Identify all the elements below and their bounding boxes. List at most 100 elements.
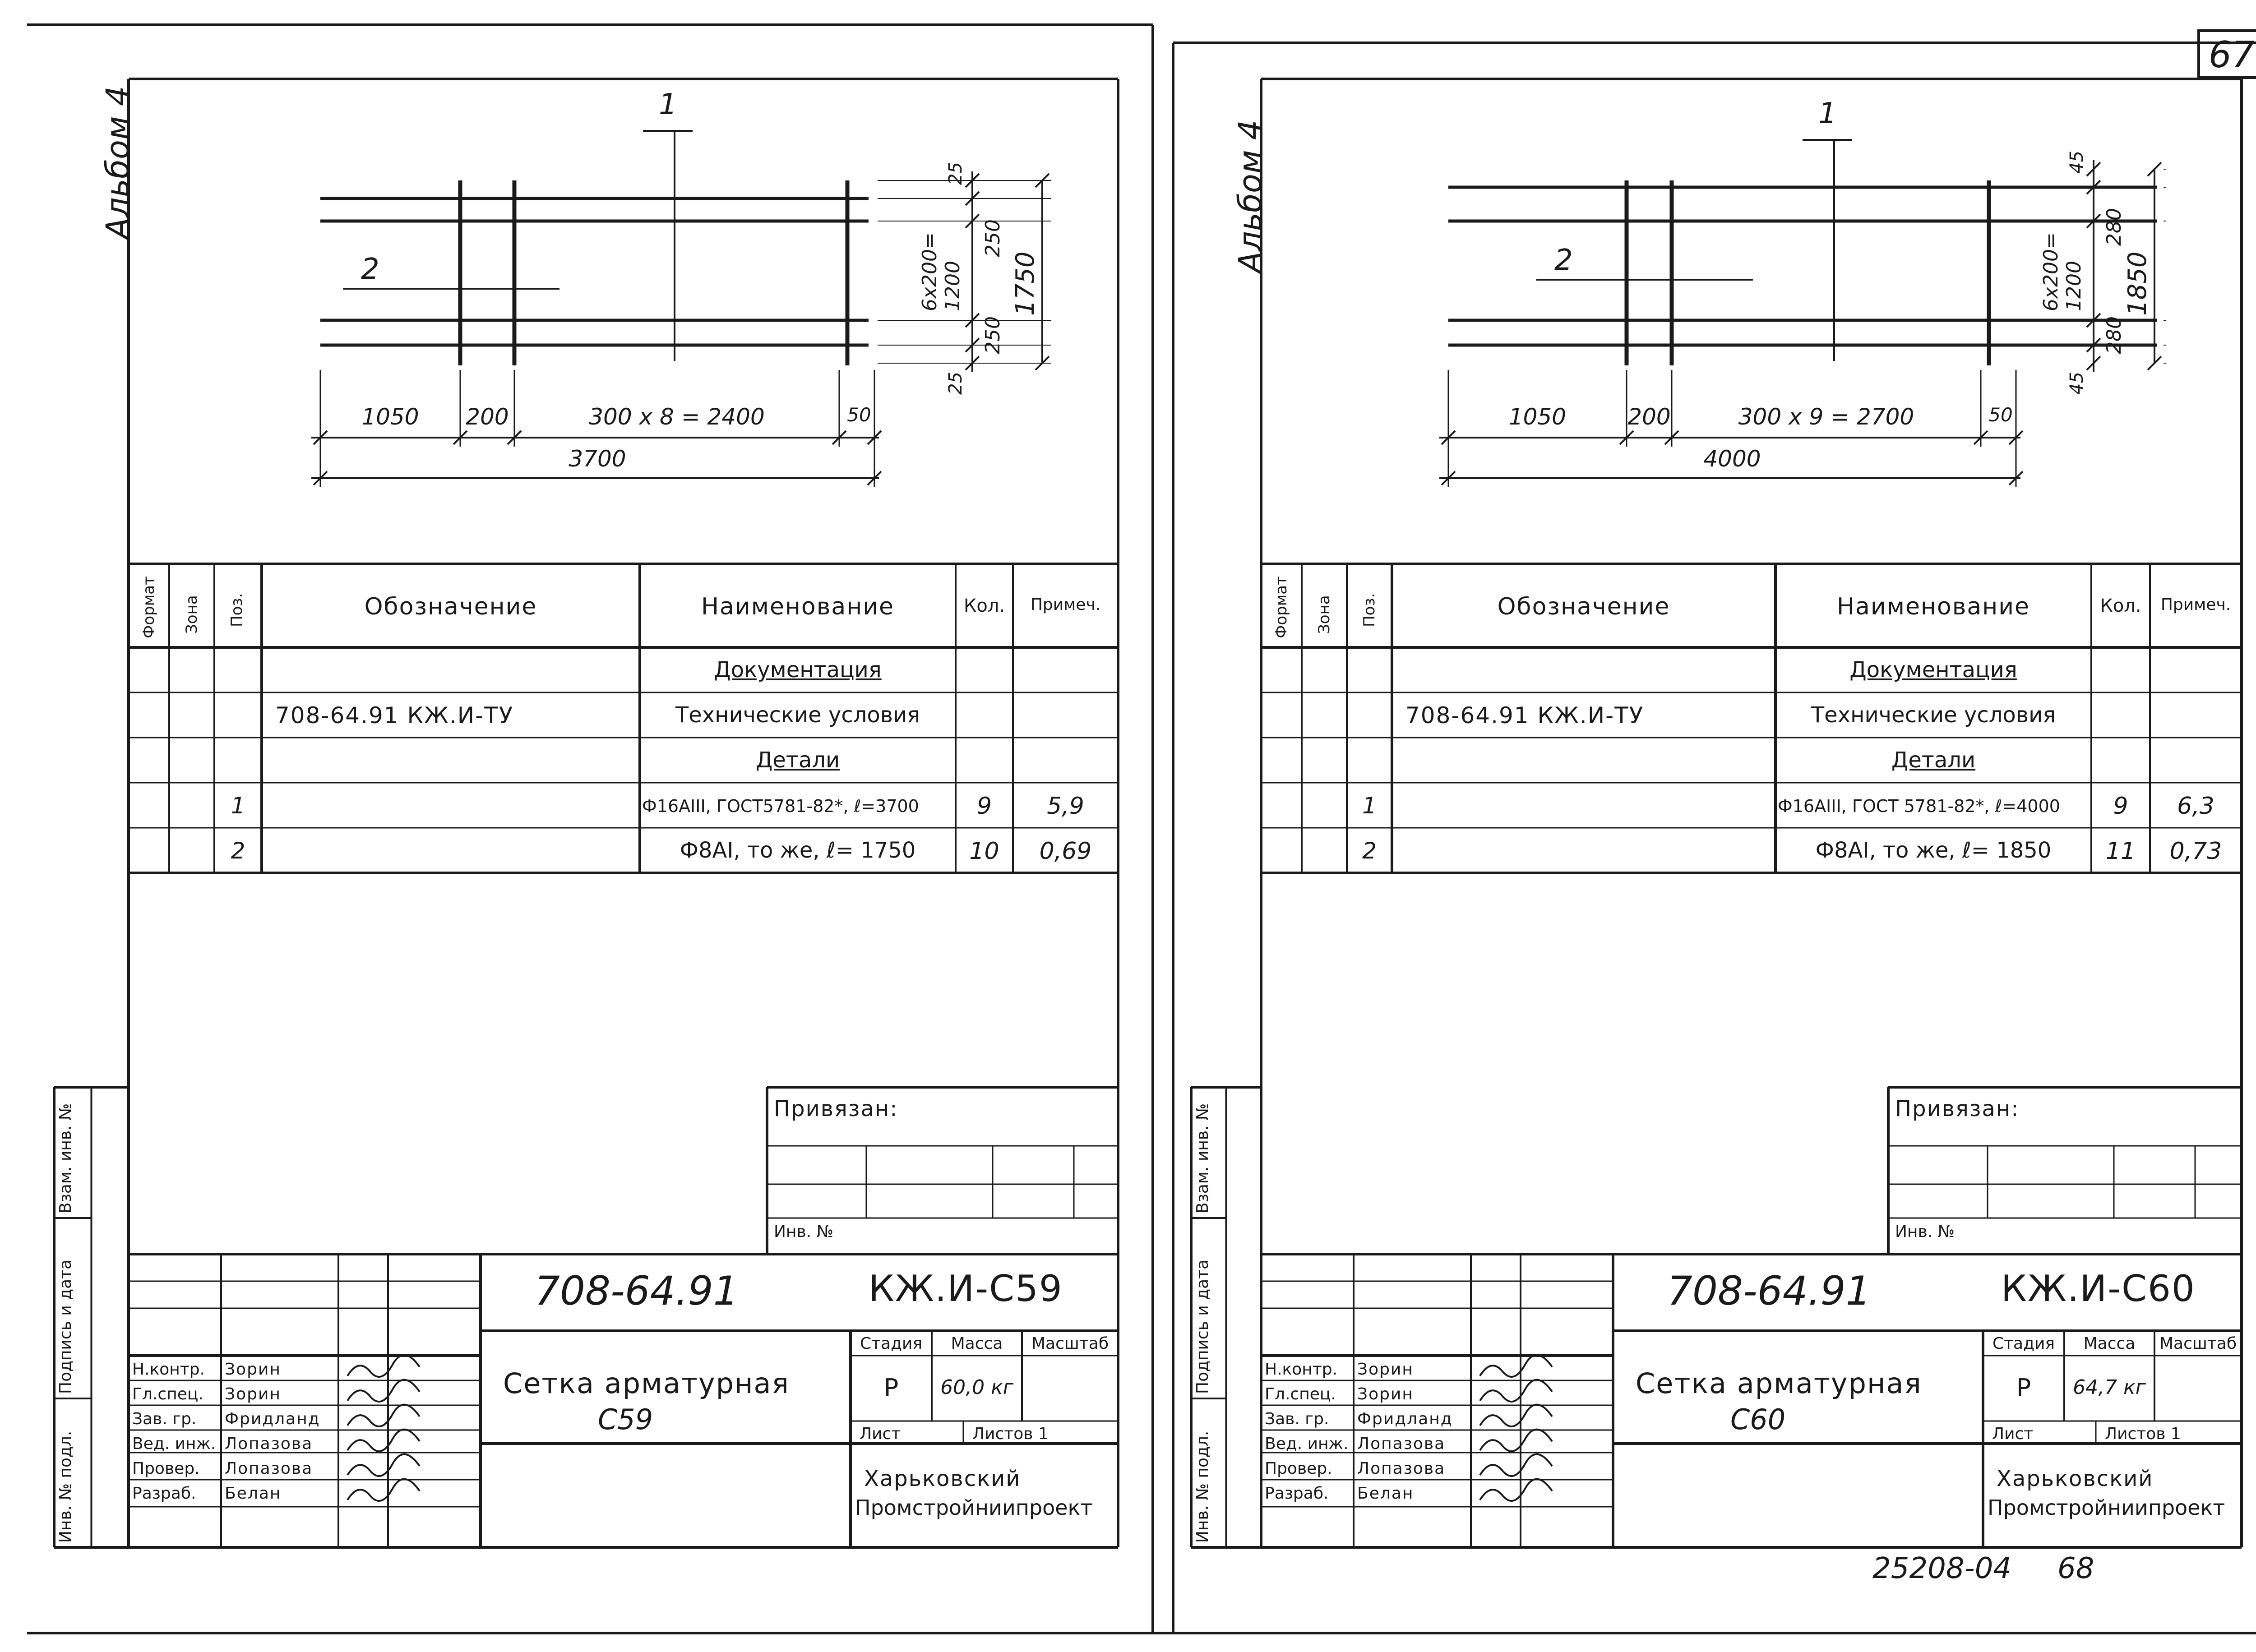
leader-2-label: 2 <box>1554 244 1573 277</box>
title-sheet-header: Лист <box>1992 1425 2034 1443</box>
side-vzam: Взам. инв. № <box>1193 1103 1212 1214</box>
title-mark: С60 <box>1730 1403 1786 1436</box>
page-number-box <box>2197 29 2256 79</box>
title-role: Зав. гр. <box>132 1410 197 1428</box>
title-code2: КЖ.И-С59 <box>869 1268 1063 1310</box>
spec-name: Ф16АIII, ГОСТ5781-82*, ℓ=3700 <box>642 796 919 816</box>
title-stage-header: Стадия <box>1992 1334 2055 1353</box>
dim-total: 4000 <box>1703 446 1761 472</box>
dim-right-mid: 6x200= 1200 <box>2039 232 2085 311</box>
spec-designation: 708-64.91 КЖ.И-ТУ <box>275 702 514 729</box>
spec-name: Ф8АI, то же, ℓ= 1750 <box>680 838 916 863</box>
title-role: Вед. инж. <box>132 1435 216 1453</box>
title-person: Зорин <box>225 1385 281 1403</box>
dim-200: 200 <box>1627 404 1671 430</box>
title-mark: С59 <box>598 1403 653 1436</box>
header-name: Наименование <box>701 593 895 620</box>
title-person: Зорин <box>1357 1385 1414 1403</box>
title-stage: Р <box>2016 1374 2031 1402</box>
spec-name: Технические условия <box>675 702 920 728</box>
title-person: Лопазова <box>225 1459 313 1478</box>
spec-pos: 1 <box>231 793 245 819</box>
bound-title: Привязан: <box>1895 1096 2020 1121</box>
signature <box>347 1428 421 1452</box>
dim-right-bottom: 45 <box>2066 372 2087 395</box>
signature <box>1479 1379 1553 1403</box>
signature <box>347 1478 421 1502</box>
dim-1050: 1050 <box>361 404 419 430</box>
spec-name: Технические условия <box>1811 702 2056 728</box>
signature <box>347 1379 421 1403</box>
dim-right-total: 1850 <box>2123 251 2152 316</box>
leader-1-label: 1 <box>1818 97 1837 130</box>
bound-inv: Инв. № <box>774 1223 834 1241</box>
spec-qty: 10 <box>969 838 999 865</box>
spec-qty: 11 <box>2105 838 2136 865</box>
title-org-1: Харьковский <box>864 1466 1021 1491</box>
dim-50: 50 <box>1988 404 2013 426</box>
bound-inv: Инв. № <box>1895 1223 1955 1241</box>
spec-note: 6,3 <box>2177 793 2214 820</box>
signature <box>1479 1453 1553 1477</box>
dim-50: 50 <box>847 404 871 426</box>
header-qty: Кол. <box>2100 595 2141 616</box>
spec-note: 0,73 <box>2169 838 2222 865</box>
title-role: Гл.спец. <box>1265 1385 1336 1403</box>
title-role: Провер. <box>1265 1459 1332 1478</box>
title-person: Лопазова <box>1357 1435 1446 1453</box>
spec-pos: 2 <box>231 838 245 864</box>
side-inv: Инв. № подл. <box>1193 1431 1212 1543</box>
title-role: Зав. гр. <box>1265 1410 1329 1428</box>
title-sheets-header: Листов 1 <box>2105 1425 2181 1443</box>
spec-name: Ф8АI, то же, ℓ= 1850 <box>1815 838 2052 863</box>
signature <box>1479 1354 1553 1378</box>
stamp-page: 68 <box>2057 1552 2094 1585</box>
side-podp: Подпись и дата <box>1193 1259 1212 1394</box>
header-qty: Кол. <box>963 595 1005 616</box>
title-stage: Р <box>883 1374 899 1402</box>
title-mass-header: Масса <box>951 1334 1003 1353</box>
header-designation: Обозначение <box>1497 593 1670 620</box>
title-person: Фридланд <box>225 1410 320 1428</box>
dim-1050: 1050 <box>1508 404 1567 430</box>
title-code2: КЖ.И-С60 <box>2001 1268 2196 1310</box>
header-zone: Зона <box>1315 595 1333 634</box>
title-sheets-header: Листов 1 <box>972 1425 1049 1443</box>
title-role: Н.контр. <box>1265 1360 1338 1379</box>
title-name: Сетка арматурная <box>503 1367 790 1400</box>
title-role: Н.контр. <box>132 1360 205 1379</box>
title-person: Белан <box>225 1484 282 1503</box>
title-stage-header: Стадия <box>860 1334 923 1353</box>
signature <box>1479 1403 1553 1427</box>
title-org-1: Харьковский <box>1997 1466 2154 1491</box>
title-scale-header: Масштаб <box>1031 1334 1109 1353</box>
spec-name: Ф16АIII, ГОСТ 5781-82*, ℓ=4000 <box>1778 796 2060 816</box>
title-person: Лопазова <box>225 1435 313 1453</box>
title-code: 708-64.91 <box>535 1268 739 1314</box>
title-mass-header: Масса <box>2083 1334 2136 1353</box>
album-label: Альбом 4 <box>1232 120 1269 273</box>
signature <box>347 1403 421 1427</box>
header-pos: Поз. <box>1360 593 1378 627</box>
spec-pos: 1 <box>1362 793 1377 819</box>
header-note: Примеч. <box>1030 595 1101 614</box>
title-role: Вед. инж. <box>1265 1435 1349 1453</box>
title-sheet-header: Лист <box>860 1425 901 1443</box>
title-person: Белан <box>1357 1484 1414 1503</box>
spec-note: 5,9 <box>1047 793 1084 820</box>
title-code: 708-64.91 <box>1667 1268 1871 1314</box>
signature <box>1479 1478 1553 1502</box>
spec-name: Детали <box>1891 748 1976 773</box>
title-person: Зорин <box>1357 1360 1414 1379</box>
title-person: Зорин <box>225 1360 281 1379</box>
bound-title: Привязан: <box>774 1096 898 1121</box>
leader-2-label: 2 <box>361 253 379 286</box>
spec-designation: 708-64.91 КЖ.И-ТУ <box>1405 702 1644 729</box>
title-role: Разраб. <box>1265 1484 1329 1503</box>
page-number: 67 <box>2209 34 2255 76</box>
spec-name: Детали <box>755 748 840 773</box>
signature <box>347 1354 421 1378</box>
spec-name: Документация <box>1849 657 2017 683</box>
